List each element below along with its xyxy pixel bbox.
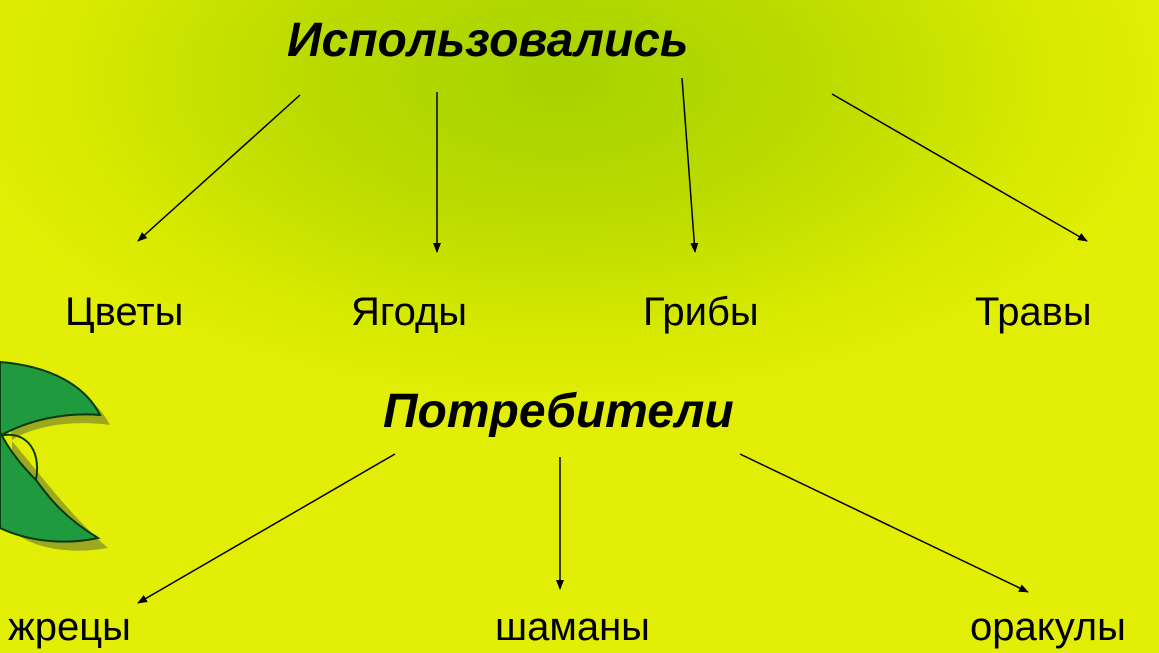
- arrow-to-mushrooms: [682, 78, 695, 252]
- item-herbs: Травы: [975, 292, 1092, 332]
- consumer-oracles: оракулы: [970, 607, 1126, 647]
- arrow-to-herbs: [832, 94, 1087, 241]
- heading-consumers: Потребители: [383, 388, 734, 436]
- arrow-to-oracles: [740, 454, 1028, 592]
- arrow-to-flowers: [138, 95, 300, 241]
- arrow-to-priests: [138, 454, 395, 603]
- leaf-decoration: [0, 362, 110, 551]
- heading-used: Использовались: [287, 17, 688, 65]
- item-berries: Ягоды: [351, 292, 467, 332]
- consumer-priests: жрецы: [8, 607, 131, 647]
- consumer-shamans: шаманы: [495, 607, 650, 647]
- item-mushrooms: Грибы: [643, 292, 759, 332]
- item-flowers: Цветы: [65, 292, 183, 332]
